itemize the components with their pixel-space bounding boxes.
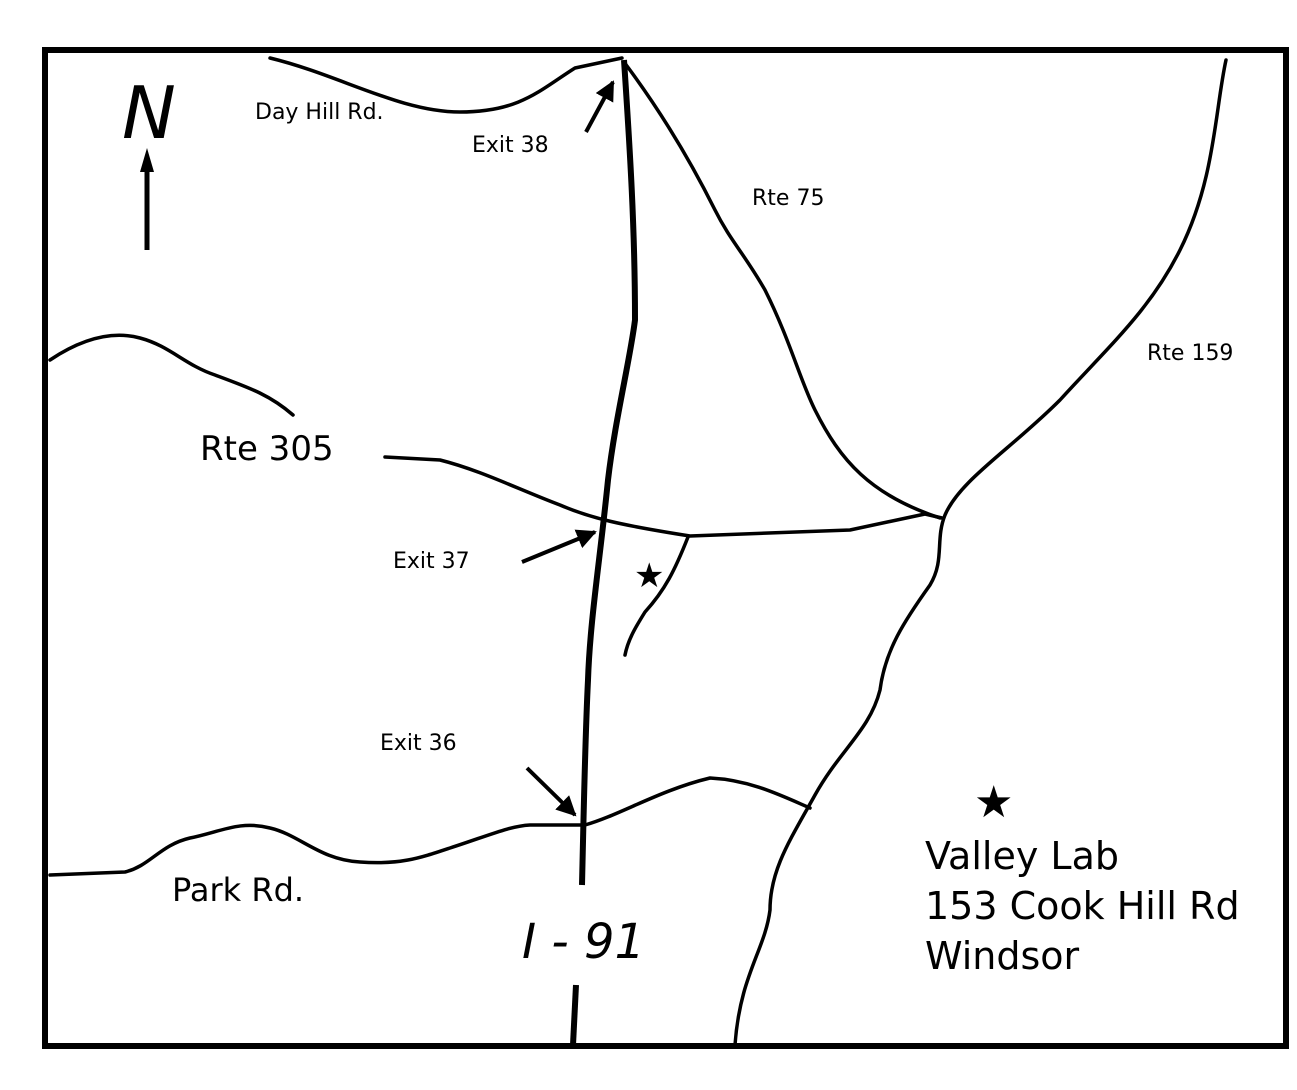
- route-305-road-west: [48, 333, 295, 417]
- exit-37-label: Exit 37: [393, 549, 470, 574]
- destination-town: Windsor: [925, 934, 1080, 978]
- interstate-91-south: [570, 984, 579, 1046]
- lab-access-road: [623, 535, 690, 657]
- north-arrow-icon: [140, 148, 154, 250]
- route-75-road: [622, 60, 942, 520]
- destination-name: Valley Lab: [925, 834, 1119, 878]
- interstate-91-label: I - 91: [522, 914, 645, 970]
- park-road: [48, 776, 812, 877]
- lab-location-star-icon: ★: [634, 556, 664, 596]
- route-159-road: [733, 58, 1228, 1047]
- exit-36-label: Exit 36: [380, 731, 457, 756]
- north-label: N: [122, 71, 176, 155]
- route-159-label: Rte 159: [1147, 341, 1233, 366]
- legend-star-icon: ★: [974, 777, 1013, 828]
- exit-36-arrow-icon: [525, 766, 577, 817]
- interstate-91: [579, 59, 638, 886]
- day-hill-road-label: Day Hill Rd.: [255, 100, 384, 125]
- route-305-road: [383, 455, 944, 538]
- exit-38-arrow-icon: [584, 80, 615, 133]
- destination-address: 153 Cook Hill Rd: [925, 884, 1240, 928]
- park-road-label: Park Rd.: [172, 871, 304, 909]
- route-75-label: Rte 75: [752, 186, 824, 211]
- route-305-label: Rte 305: [200, 429, 334, 469]
- day-hill-road: [268, 56, 624, 114]
- map-border: [42, 47, 1289, 1049]
- exit-37-arrow-icon: [521, 529, 597, 564]
- exit-38-label: Exit 38: [472, 133, 549, 158]
